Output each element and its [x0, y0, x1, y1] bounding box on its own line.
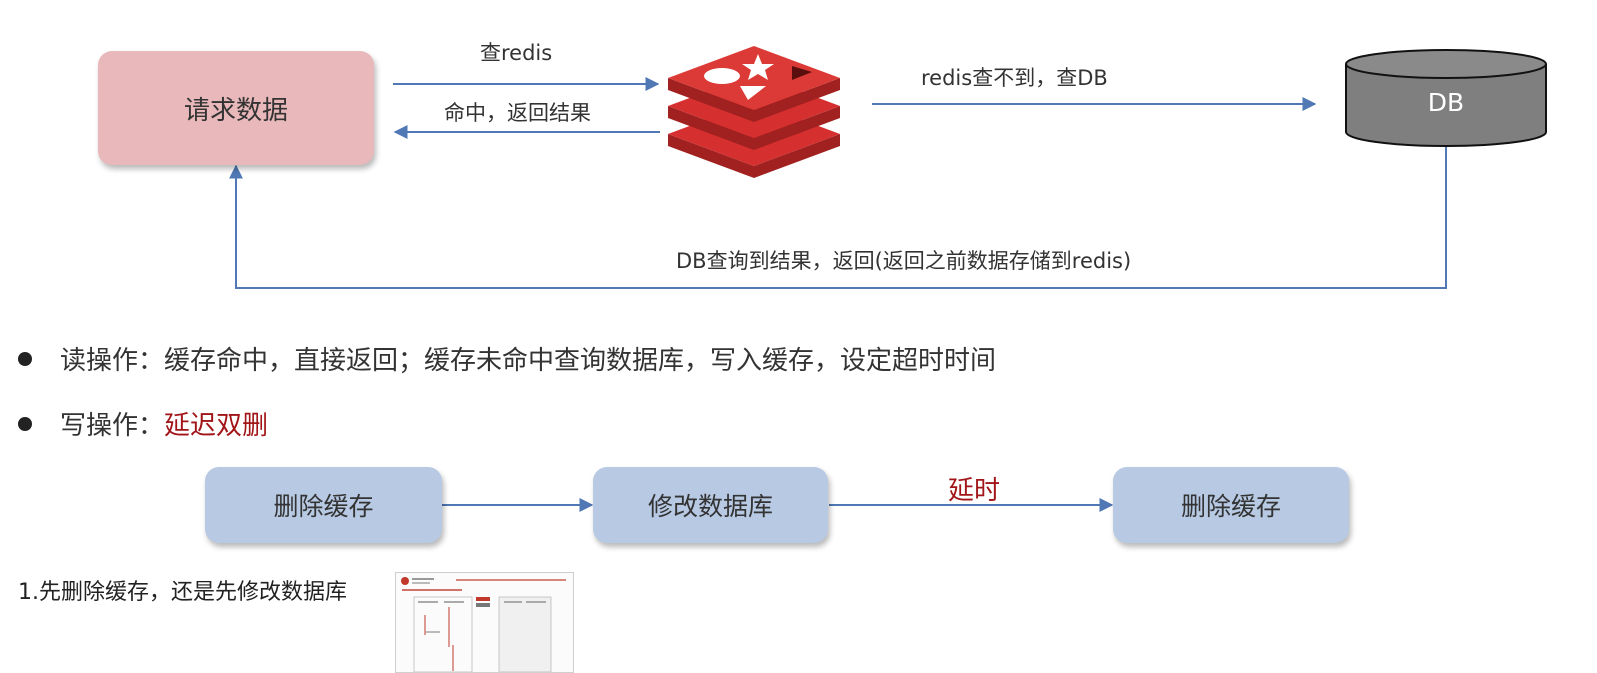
- db-return-label: DB查询到结果，返回(返回之前数据存储到redis): [676, 249, 1132, 273]
- arrow-db-return: [229, 146, 1447, 289]
- delete-cache-box-1: 删除缓存: [205, 467, 442, 543]
- bullet-read-operation: 读操作： 缓存命中，直接返回；缓存未命中查询数据库，写入缓存，设定超时时间: [18, 340, 996, 377]
- database-cylinder-icon: [1345, 49, 1547, 147]
- modify-database-label: 修改数据库: [647, 492, 773, 521]
- question-note: 1.先删除缓存，还是先修改数据库: [18, 580, 347, 605]
- delete-cache-label-1: 删除缓存: [273, 492, 374, 521]
- write-operation-prefix: 写操作：: [60, 411, 165, 441]
- bullet-dot-icon: [18, 416, 32, 431]
- request-data-box: 请求数据: [98, 51, 374, 165]
- slide-thumbnail[interactable]: [395, 572, 574, 673]
- read-operation-prefix: 读操作：: [60, 346, 165, 376]
- bullet-write-operation: 写操作： 延迟双删: [18, 405, 268, 442]
- slide-thumbnail-graphic: [396, 573, 573, 672]
- delete-cache-label-2: 删除缓存: [1180, 492, 1281, 521]
- read-operation-text: 缓存命中，直接返回；缓存未命中查询数据库，写入缓存，设定超时时间: [164, 346, 997, 376]
- delay-label: 延时: [948, 476, 1001, 506]
- redis-miss-label: redis查不到，查DB: [921, 66, 1108, 90]
- request-data-label: 请求数据: [183, 95, 288, 126]
- modify-database-box: 修改数据库: [593, 467, 828, 543]
- query-redis-label: 查redis: [480, 41, 553, 65]
- db-label: DB: [1427, 88, 1465, 117]
- write-operation-text: 延迟双删: [164, 411, 269, 441]
- bullet-dot-icon: [18, 351, 32, 366]
- hit-return-label: 命中，返回结果: [444, 101, 591, 125]
- redis-logo-icon: [668, 46, 840, 178]
- delete-cache-box-2: 删除缓存: [1113, 467, 1349, 543]
